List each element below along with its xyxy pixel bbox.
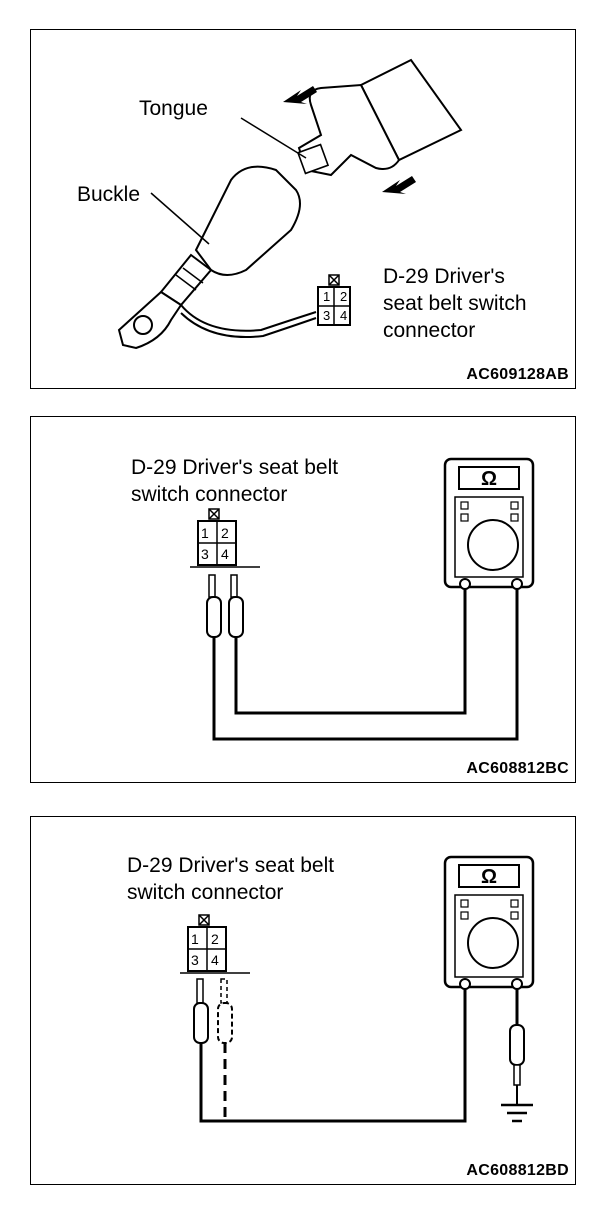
pin-2: 2 xyxy=(221,525,229,541)
connector-label-line2: switch connector xyxy=(131,483,288,506)
resistance-check-figure: Ω 1 2 3 4 D-29 Driver's seat belt switch… xyxy=(30,416,576,783)
buckle-illustration xyxy=(117,58,463,350)
tongue-tip xyxy=(296,143,330,175)
buckle-label: Buckle xyxy=(77,183,141,206)
tongue-leader xyxy=(240,117,307,159)
wire-probe-left xyxy=(212,589,519,741)
connector-label-line1: D-29 Driver's seat belt xyxy=(127,854,335,877)
ohm-symbol: Ω xyxy=(480,866,498,888)
connector-d29 xyxy=(180,914,250,974)
connector-label-line2: switch connector xyxy=(127,881,284,904)
buckle-body xyxy=(194,165,301,276)
ohmmeter-ground-diagram xyxy=(180,855,535,1123)
pin-4: 4 xyxy=(340,308,348,323)
insert-arrow-left xyxy=(283,86,317,104)
pin-2: 2 xyxy=(340,289,348,304)
short-to-ground-check-figure: Ω 1 2 3 4 D-29 Driver's seat belt switch… xyxy=(30,816,576,1185)
figure-code: AC609128AB xyxy=(466,366,569,383)
pin-1: 1 xyxy=(201,525,209,541)
insert-arrow-right xyxy=(382,176,416,194)
pin-2: 2 xyxy=(211,931,219,947)
probe-solid xyxy=(193,978,209,1044)
connector-label-line3: connector xyxy=(383,319,476,342)
pin-4: 4 xyxy=(211,952,219,968)
pin-1: 1 xyxy=(323,289,331,304)
ground-icon xyxy=(501,1103,533,1123)
connector-label-line1: D-29 Driver's xyxy=(383,265,505,288)
anchor-hole xyxy=(133,315,153,335)
pin-3: 3 xyxy=(191,952,199,968)
figure-code: AC608812BC xyxy=(466,760,569,777)
ohm-symbol: Ω xyxy=(480,468,498,490)
tongue-label: Tongue xyxy=(139,97,208,120)
pin-3: 3 xyxy=(323,308,331,323)
ground-probe xyxy=(509,989,525,1105)
probe-left xyxy=(206,574,222,638)
pin-3: 3 xyxy=(201,546,209,562)
connector-label-line1: D-29 Driver's seat belt xyxy=(131,456,339,479)
probe-dashed xyxy=(217,978,233,1044)
wire-probe-right xyxy=(234,589,467,715)
connector-d29 xyxy=(190,508,260,568)
switch-wire xyxy=(180,304,317,332)
buckle-leader xyxy=(150,192,210,245)
connector-d29 xyxy=(317,274,351,326)
ohmmeter-connection-diagram xyxy=(190,457,535,741)
wire-solid xyxy=(199,989,467,1123)
connector-label-line2: seat belt switch xyxy=(383,292,527,315)
seat-belt-buckle-figure: Tongue Buckle 1 2 3 4 D-29 Driver's seat… xyxy=(30,29,576,389)
ohmmeter xyxy=(443,457,535,590)
figure-code: AC608812BD xyxy=(466,1162,569,1179)
probe-right xyxy=(228,574,244,638)
pin-1: 1 xyxy=(191,931,199,947)
pin-4: 4 xyxy=(221,546,229,562)
ohmmeter xyxy=(443,855,535,990)
